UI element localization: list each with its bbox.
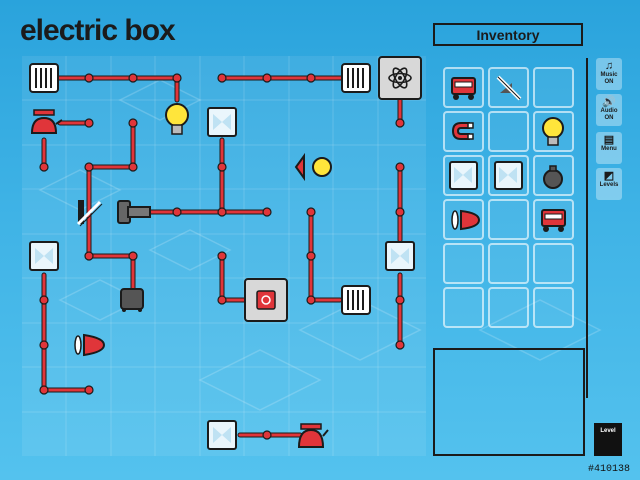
menu-button[interactable]: ▤ Menu bbox=[596, 132, 622, 164]
light-bulb-icon[interactable] bbox=[165, 103, 189, 135]
info-panel bbox=[433, 348, 585, 456]
inventory-slot[interactable] bbox=[443, 155, 484, 196]
game-logo: electric box bbox=[20, 14, 176, 47]
audio-label: Audio ON bbox=[600, 108, 618, 121]
radiator-icon[interactable] bbox=[29, 63, 59, 93]
menu-icon: ▤ bbox=[603, 134, 615, 146]
fan-tile-icon[interactable] bbox=[490, 157, 527, 194]
inventory-slot[interactable] bbox=[488, 155, 529, 196]
music-toggle-button[interactable]: ♫ Music ON bbox=[596, 58, 622, 90]
inventory-divider bbox=[586, 58, 588, 398]
propeller-icon[interactable] bbox=[445, 201, 482, 238]
fan-tile-icon[interactable] bbox=[207, 107, 237, 137]
kettle-icon[interactable] bbox=[30, 109, 63, 134]
radiator-icon[interactable] bbox=[341, 63, 371, 93]
inventory-slot-empty[interactable] bbox=[488, 199, 529, 240]
audio-toggle-button[interactable]: 🔊 Audio ON bbox=[596, 94, 622, 126]
light-bulb-icon[interactable] bbox=[535, 113, 572, 150]
wire-nodes bbox=[39, 73, 405, 440]
inventory-title: Inventory bbox=[433, 23, 583, 46]
fan-tile-icon[interactable] bbox=[445, 157, 482, 194]
inventory-slot-empty[interactable] bbox=[533, 287, 574, 328]
power-button-icon[interactable] bbox=[244, 278, 288, 322]
music-label: Music ON bbox=[600, 72, 618, 85]
mirror-icon[interactable] bbox=[490, 69, 527, 106]
inventory-slot[interactable] bbox=[443, 67, 484, 108]
levels-button[interactable]: ◩ Levels bbox=[596, 168, 622, 200]
level-button[interactable]: Level bbox=[594, 423, 622, 456]
inventory-slot-empty[interactable] bbox=[488, 243, 529, 284]
laser-gun-icon[interactable] bbox=[117, 200, 151, 224]
switch-device-icon[interactable] bbox=[120, 288, 144, 312]
propeller-icon[interactable] bbox=[74, 333, 106, 357]
level-label: Level bbox=[600, 428, 616, 434]
inventory-slot-empty[interactable] bbox=[443, 287, 484, 328]
atom-power-icon[interactable] bbox=[378, 56, 422, 100]
robot-vehicle-icon[interactable] bbox=[535, 201, 572, 238]
bomb-icon[interactable] bbox=[535, 157, 572, 194]
inventory-slot-empty[interactable] bbox=[533, 67, 574, 108]
lamp-icon[interactable] bbox=[294, 152, 332, 182]
menu-label: Menu bbox=[601, 146, 617, 152]
robot-vehicle-icon[interactable] bbox=[445, 69, 482, 106]
level-id: #410138 bbox=[588, 464, 631, 475]
inventory-slot-empty[interactable] bbox=[533, 243, 574, 284]
inventory-slot-empty[interactable] bbox=[443, 243, 484, 284]
inventory-slot[interactable] bbox=[533, 155, 574, 196]
speaker-icon: 🔊 bbox=[602, 96, 616, 108]
fan-tile-icon[interactable] bbox=[207, 420, 237, 450]
inventory-slot[interactable] bbox=[533, 111, 574, 152]
kettle-icon[interactable] bbox=[297, 423, 329, 448]
inventory-slot[interactable] bbox=[533, 199, 574, 240]
inventory-slot[interactable] bbox=[443, 111, 484, 152]
levels-label: Levels bbox=[599, 182, 619, 188]
fan-tile-icon[interactable] bbox=[29, 241, 59, 271]
fan-tile-icon[interactable] bbox=[385, 241, 415, 271]
inventory-grid bbox=[443, 67, 575, 331]
mirror-icon[interactable] bbox=[76, 200, 103, 227]
inventory-slot[interactable] bbox=[443, 199, 484, 240]
levels-icon: ◩ bbox=[603, 170, 615, 182]
magnet-icon[interactable] bbox=[445, 113, 482, 150]
radiator-icon[interactable] bbox=[341, 285, 371, 315]
inventory-slot-empty[interactable] bbox=[488, 111, 529, 152]
inventory-slot[interactable] bbox=[488, 67, 529, 108]
music-note-icon: ♫ bbox=[604, 60, 614, 72]
inventory-slot-empty[interactable] bbox=[488, 287, 529, 328]
